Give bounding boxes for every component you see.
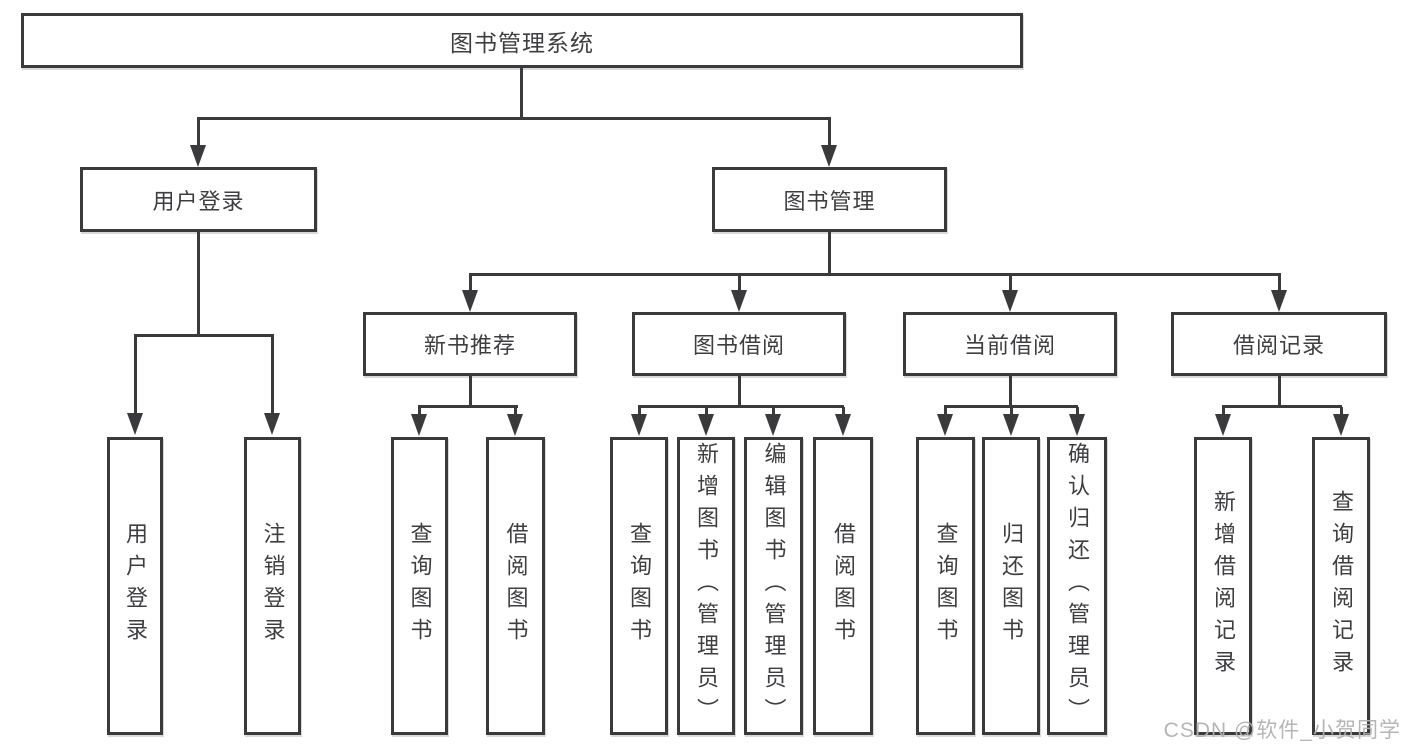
arrowhead xyxy=(507,414,523,436)
arrowhead xyxy=(765,414,781,436)
node-leaf-borrow-books-1: 借阅图书 xyxy=(486,437,545,735)
arrowhead xyxy=(462,290,478,312)
node-new-book-recommend: 新书推荐 xyxy=(363,312,577,376)
leaf-label: 查询图书 xyxy=(933,522,959,650)
arrowhead xyxy=(835,414,851,436)
node-leaf-confirm-return-admin: 确认归还（管理员） xyxy=(1047,437,1107,735)
connector-book-mgmt-trunk xyxy=(828,231,831,275)
arrowhead xyxy=(698,414,714,436)
leaf-label: 新增借阅记录 xyxy=(1211,490,1236,682)
node-leaf-logout: 注销登录 xyxy=(244,437,301,735)
connector-group-trunk xyxy=(738,375,741,407)
connector-group-branch xyxy=(1222,405,1342,408)
node-leaf-add-borrow-record: 新增借阅记录 xyxy=(1194,437,1252,735)
connector-drop xyxy=(772,407,775,416)
node-leaf-query-books-3: 查询图书 xyxy=(916,437,975,735)
node-leaf-borrow-books-2: 借阅图书 xyxy=(813,437,873,735)
arrowhead xyxy=(631,414,647,436)
leaf-label: 新增图书（管理员） xyxy=(694,442,719,730)
leaf-label: 归还图书 xyxy=(999,522,1024,650)
connector-drop xyxy=(271,334,274,414)
arrowhead xyxy=(1333,414,1349,436)
leaf-label: 查询图书 xyxy=(627,522,652,650)
node-borrow-records: 借阅记录 xyxy=(1171,312,1387,376)
connector-drop xyxy=(514,407,517,416)
leaf-label: 查询借阅记录 xyxy=(1329,490,1354,682)
connector-drop xyxy=(842,407,845,416)
connector-drop xyxy=(469,275,472,291)
csdn-watermark: CSDN @软件_小贺同学 xyxy=(1163,719,1401,742)
node-leaf-add-books-admin: 新增图书（管理员） xyxy=(677,437,735,735)
node-leaf-user-login: 用户登录 xyxy=(107,437,163,735)
connector-drop xyxy=(1278,275,1281,291)
node-leaf-return-books: 归还图书 xyxy=(982,437,1040,735)
arrowhead xyxy=(411,414,427,436)
arrowhead xyxy=(731,290,747,312)
connector-group-branch xyxy=(418,405,518,408)
connector-group-trunk xyxy=(1009,375,1012,407)
connector-drop xyxy=(1076,407,1079,416)
connector-group-branch xyxy=(638,405,844,408)
connector-drop xyxy=(1222,407,1225,416)
node-leaf-query-books-2: 查询图书 xyxy=(610,437,668,735)
leaf-label: 确认归还（管理员） xyxy=(1065,442,1090,730)
connector-root-trunk xyxy=(520,67,523,118)
node-current-borrow: 当前借阅 xyxy=(903,312,1117,376)
arrowhead xyxy=(264,413,280,435)
connector-drop xyxy=(944,407,947,416)
leaf-label: 借阅图书 xyxy=(503,522,529,650)
node-book-management: 图书管理 xyxy=(712,167,947,232)
leaf-label: 用户登录 xyxy=(123,522,148,650)
connector-book-mgmt-branch xyxy=(469,273,1281,276)
connector-drop xyxy=(1010,407,1013,416)
connector-drop xyxy=(1340,407,1343,416)
connector-drop xyxy=(134,334,137,414)
leaf-label: 注销登录 xyxy=(260,522,286,650)
arrowhead xyxy=(1003,414,1019,436)
connector-user-login-trunk xyxy=(197,231,200,336)
connector-drop-user-login xyxy=(197,119,200,147)
connector-group-branch xyxy=(944,405,1078,408)
connector-group-trunk xyxy=(469,375,472,407)
connector-drop xyxy=(738,275,741,291)
node-leaf-query-books-1: 查询图书 xyxy=(391,437,448,735)
arrowhead xyxy=(821,145,837,167)
connector-user-login-branch xyxy=(134,334,274,337)
connector-drop xyxy=(638,407,641,416)
arrowhead xyxy=(937,414,953,436)
connector-drop xyxy=(705,407,708,416)
node-library-management-system: 图书管理系统 xyxy=(21,13,1023,68)
node-leaf-query-borrow-record: 查询借阅记录 xyxy=(1312,437,1370,735)
arrowhead xyxy=(190,145,206,167)
connector-drop-book-mgmt xyxy=(828,119,831,147)
arrowhead xyxy=(1215,414,1231,436)
connector-drop xyxy=(1009,275,1012,291)
connector-drop xyxy=(418,407,421,416)
node-leaf-edit-books-admin: 编辑图书（管理员） xyxy=(744,437,803,735)
node-user-login: 用户登录 xyxy=(80,167,317,232)
arrowhead xyxy=(1069,414,1085,436)
connector-group-trunk xyxy=(1278,375,1281,407)
arrowhead xyxy=(1002,290,1018,312)
arrowhead xyxy=(1271,290,1287,312)
connector-root-branch xyxy=(197,117,831,120)
leaf-label: 借阅图书 xyxy=(831,522,856,650)
leaf-label: 编辑图书（管理员） xyxy=(761,442,787,730)
node-book-borrow: 图书借阅 xyxy=(632,312,846,376)
arrowhead xyxy=(127,413,143,435)
leaf-label: 查询图书 xyxy=(407,522,433,650)
